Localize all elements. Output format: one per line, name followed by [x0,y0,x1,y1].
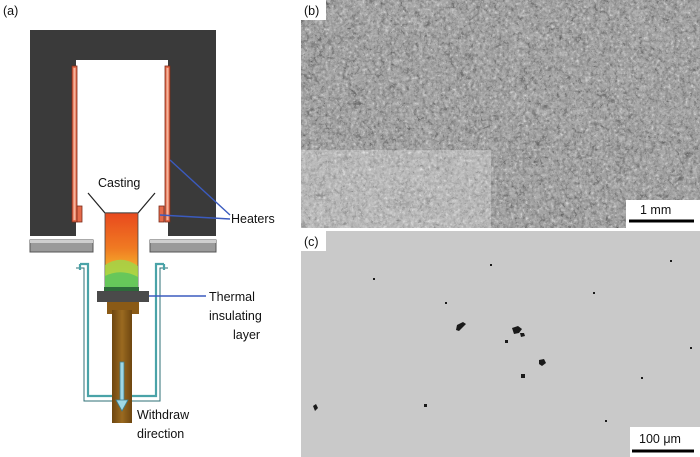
scale-bar-b-text: 1 mm [640,203,671,217]
label-withdraw-1: Withdraw [137,408,190,422]
panel-b: (b) 1 mm [301,0,700,228]
panel-a: (a) [3,4,275,441]
withdraw-arrow [115,361,129,412]
panel-c-label-box [301,231,326,251]
heater-right [158,65,171,223]
label-thermal-2: insulating [209,309,262,323]
porosity [313,260,692,422]
insulating-layer [97,291,149,302]
scale-bar-b-box [626,200,700,228]
heater-left [71,65,83,223]
panel-b-label-box [301,0,326,20]
label-thermal-1: Thermal [209,290,255,304]
label-withdraw-2: direction [137,427,184,441]
panel-c-label: (c) [304,235,319,249]
panel-a-label: (a) [3,4,18,18]
label-heaters: Heaters [231,212,275,226]
micrograph-c [301,231,700,457]
panel-c: (c) 100 μm [301,231,700,457]
label-thermal-3: layer [233,328,260,342]
casting-mould [87,192,156,292]
leader-lines [149,159,231,297]
label-casting: Casting [98,176,140,190]
panel-b-label: (b) [304,4,319,18]
scale-bar-c-text: 100 μm [639,432,681,446]
